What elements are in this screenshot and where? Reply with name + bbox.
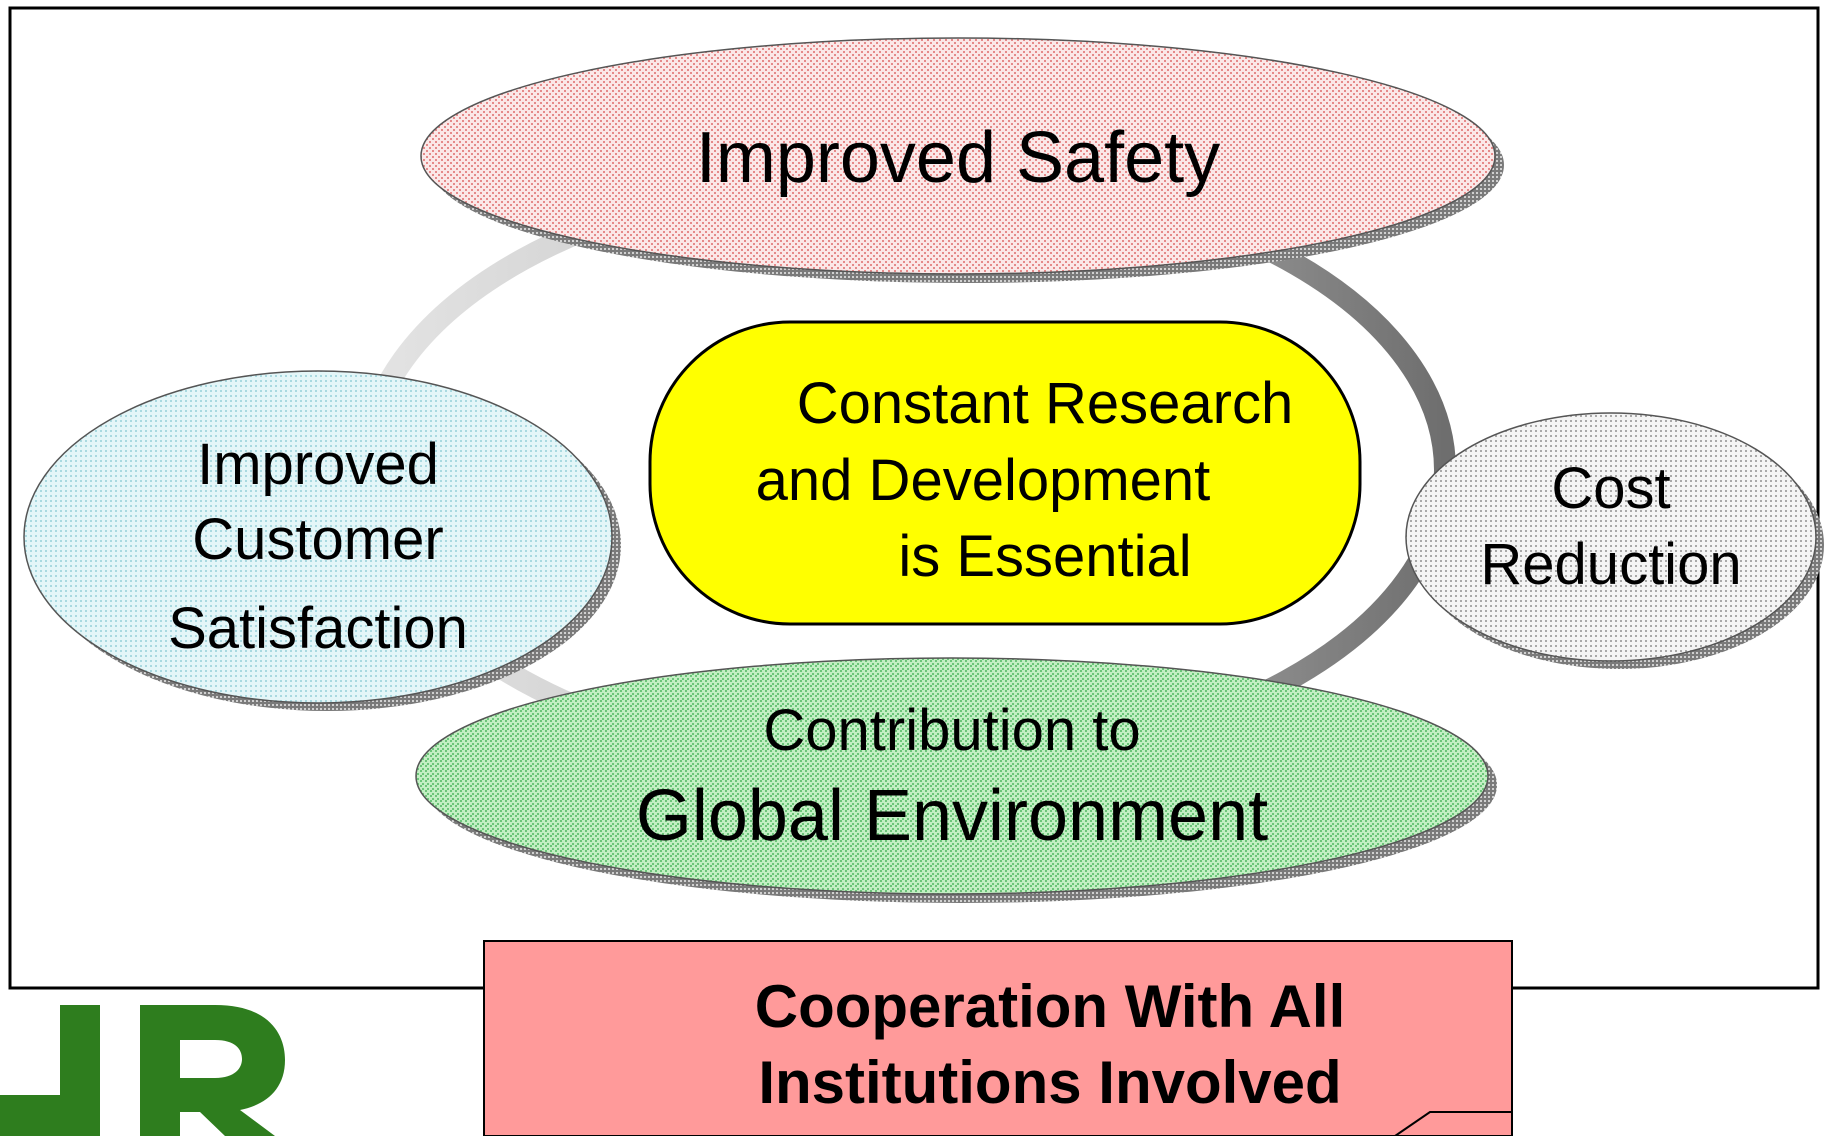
customer-satisfaction-line-3: Satisfaction	[168, 596, 468, 661]
cooperation-callout: Cooperation With All Institutions Involv…	[483, 940, 1513, 1137]
improved-safety-node: Improved Safety	[420, 37, 1504, 283]
jr-logo	[0, 1005, 285, 1136]
customer-satisfaction-line-2: Customer	[192, 507, 443, 572]
global-environment-line-1: Contribution to	[763, 698, 1140, 763]
cost-reduction-node: Cost Reduction	[1405, 412, 1824, 669]
research-development-node: Constant Research and Development is Ess…	[648, 320, 1362, 626]
customer-satisfaction-line-1: Improved	[197, 432, 439, 497]
research-line-2: and Development	[756, 448, 1211, 513]
global-environment-line-2: Global Environment	[636, 776, 1268, 856]
cost-reduction-line-2: Reduction	[1480, 532, 1741, 597]
research-line-1: Constant Research	[797, 371, 1293, 436]
cooperation-line-1: Cooperation With All	[755, 973, 1346, 1040]
global-environment-node: Contribution to Global Environment	[415, 657, 1497, 903]
improved-safety-label: Improved Safety	[696, 118, 1220, 198]
customer-satisfaction-node: Improved Customer Satisfaction	[23, 370, 621, 711]
cost-reduction-line-1: Cost	[1551, 456, 1670, 521]
cooperation-line-2: Institutions Involved	[758, 1049, 1341, 1116]
research-line-3: is Essential	[898, 524, 1191, 589]
